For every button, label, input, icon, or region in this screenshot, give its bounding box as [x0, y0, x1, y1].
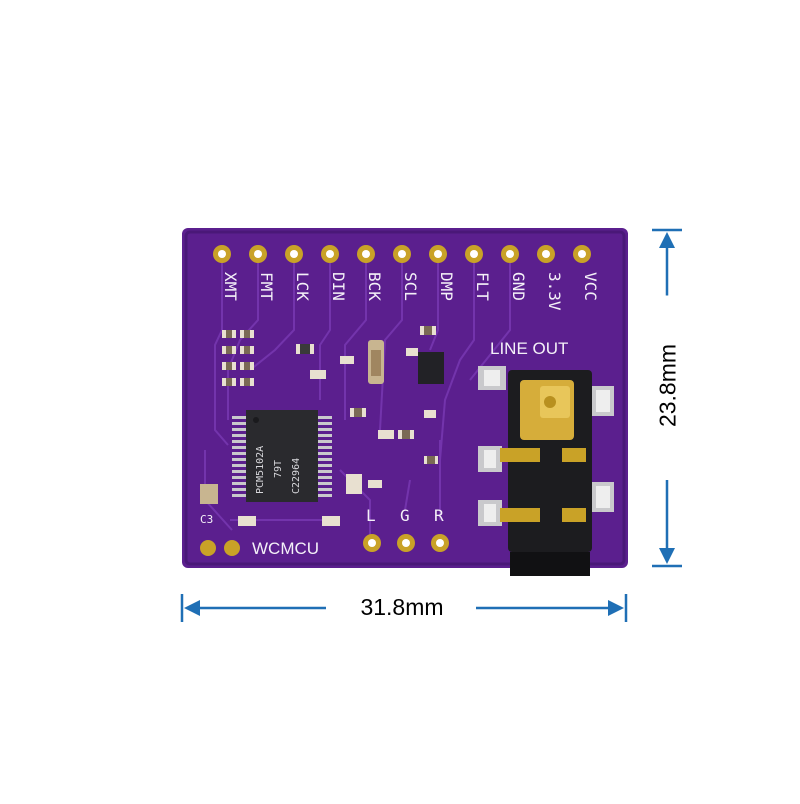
- pin-label-din: DIN: [329, 272, 348, 301]
- pin-label-bck: BCK: [365, 272, 384, 301]
- pin-label-gnd: GND: [509, 272, 528, 301]
- arrowhead-icon: [659, 232, 675, 248]
- audio-jack: [478, 366, 614, 576]
- height-dimension: [652, 228, 682, 568]
- pin-label-fmt: FMT: [257, 272, 276, 301]
- chip-marking-3: C22964: [291, 457, 302, 494]
- brand-label: WCMCU: [252, 539, 320, 558]
- width-dimension: [180, 594, 628, 622]
- pin-header-top: [213, 245, 591, 263]
- arrowhead-icon: [184, 600, 200, 616]
- height-dimension-label: 23.8mm: [654, 295, 682, 476]
- pad: [200, 540, 216, 556]
- line-out-label: LINE OUT: [490, 339, 569, 358]
- width-dimension-label: 31.8mm: [332, 594, 472, 621]
- pin-label-3v3: 3.3V: [545, 272, 564, 311]
- pin-label-scl: SCL: [401, 272, 420, 301]
- output-label-r: R: [434, 506, 444, 525]
- pin-label-lck: LCK: [293, 272, 312, 301]
- chip-marking-2: 79T: [273, 459, 284, 478]
- pin-label-dmp: DMP: [437, 272, 456, 301]
- pin-header-output: [363, 534, 449, 552]
- pad: [224, 540, 240, 556]
- arrowhead-icon: [659, 548, 675, 564]
- dac-chip: [232, 410, 332, 502]
- c3-label: C3: [200, 513, 214, 526]
- pin-label-vcc: VCC: [581, 272, 600, 301]
- pin-label-flt: FLT: [473, 272, 492, 301]
- pin-label-xmt: XMT: [221, 272, 240, 301]
- smd-components: [200, 326, 444, 526]
- arrowhead-icon: [608, 600, 624, 616]
- chip-marking-1: PCM5102A: [255, 445, 266, 494]
- output-label-l: L: [366, 506, 376, 525]
- output-label-g: G: [400, 506, 410, 525]
